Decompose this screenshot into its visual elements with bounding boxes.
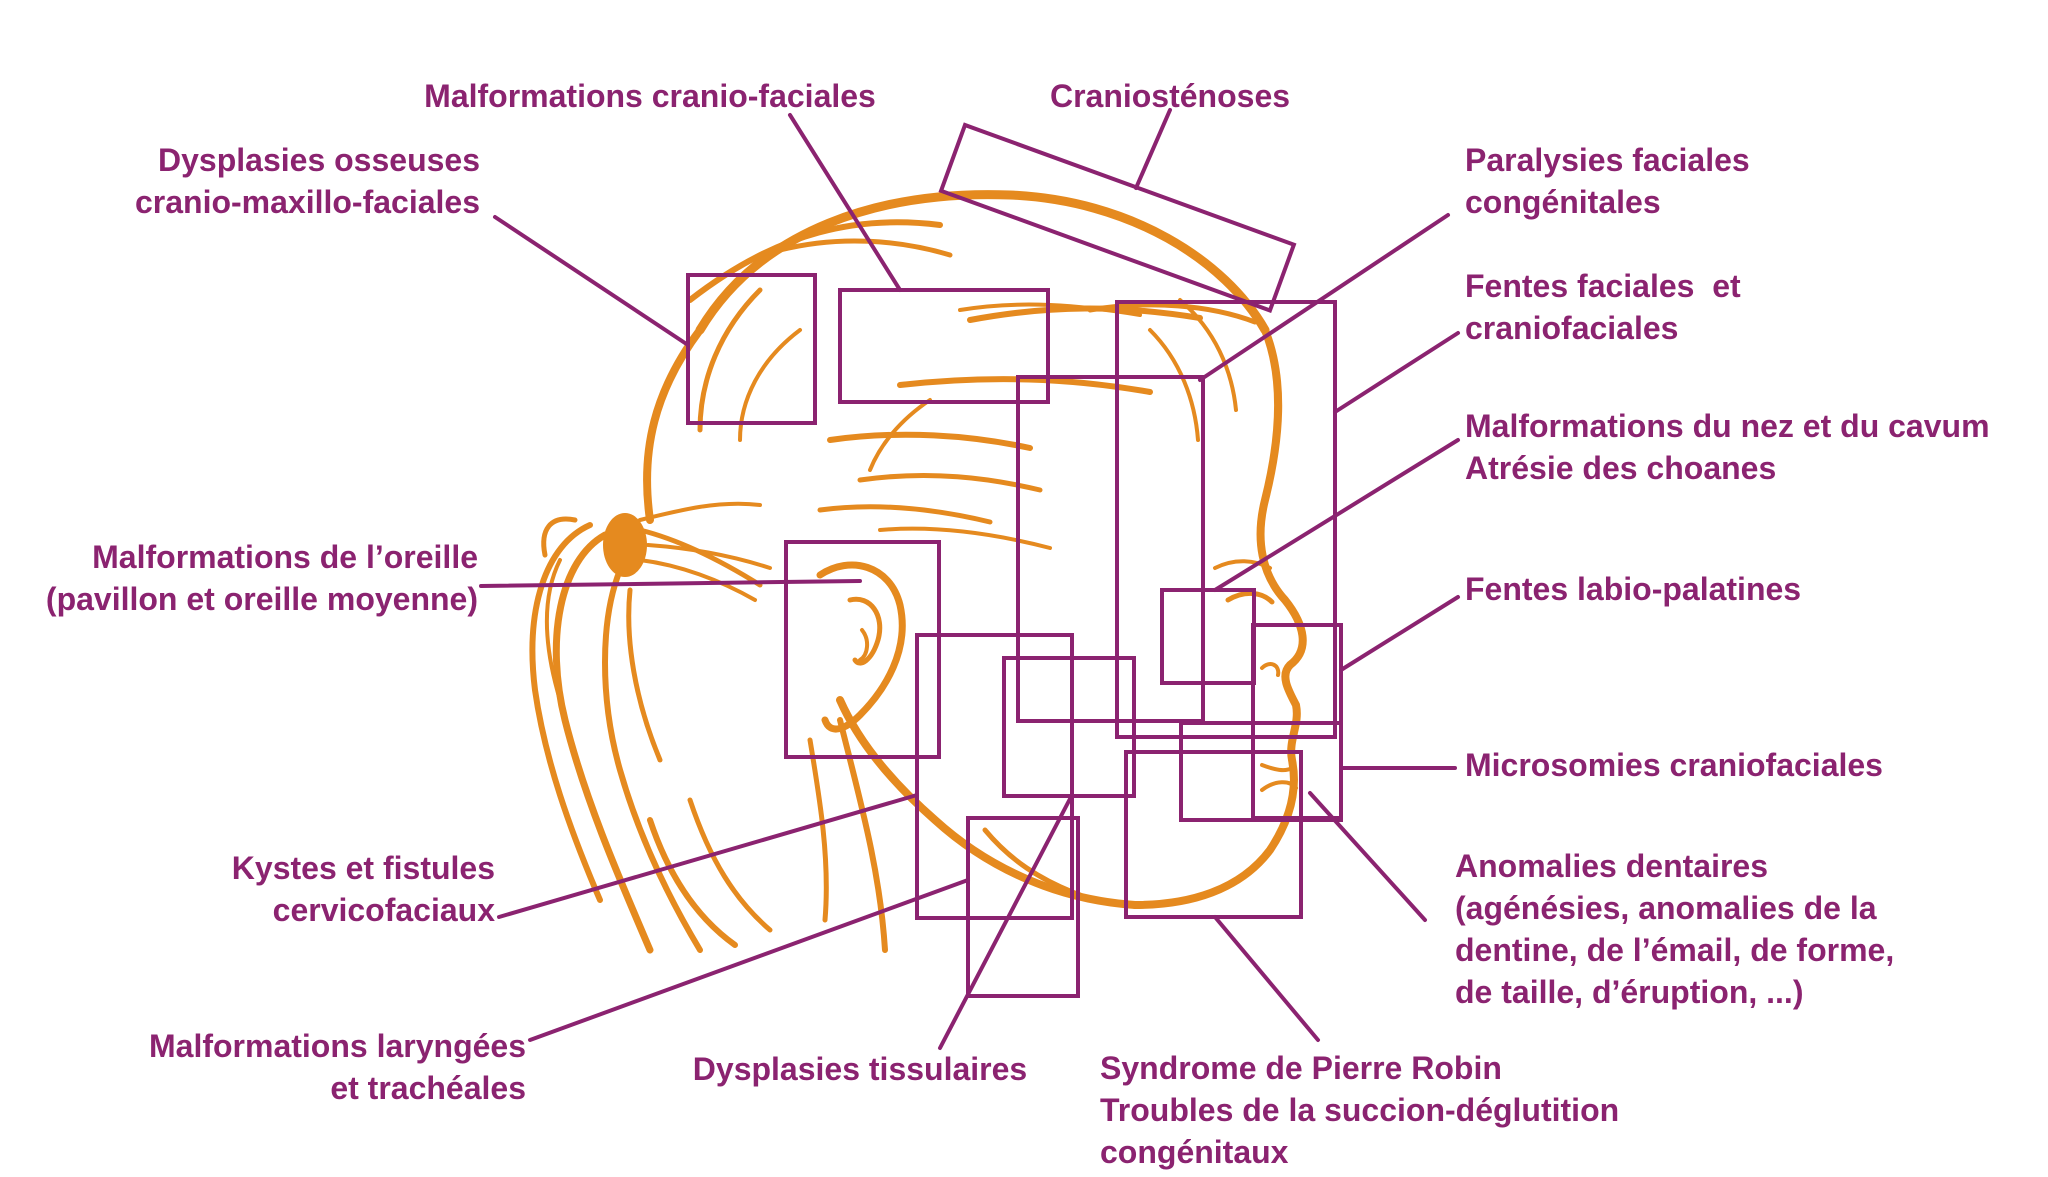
hair-strand bbox=[777, 238, 953, 258]
leader-laryngeal bbox=[528, 878, 970, 1042]
ear-inner bbox=[847, 596, 883, 666]
frame-facial-palsy bbox=[1016, 375, 1205, 723]
hair-strand bbox=[827, 431, 1033, 451]
hair-strand bbox=[868, 398, 932, 472]
hair-strand bbox=[637, 527, 763, 588]
mouth bbox=[1260, 763, 1294, 773]
leader-dental bbox=[1308, 791, 1427, 922]
ear-outline bbox=[816, 561, 906, 733]
skull-outline bbox=[695, 190, 1270, 335]
frame-ear bbox=[784, 540, 941, 759]
leader-nose-cavum bbox=[1213, 438, 1460, 592]
hair-strand bbox=[738, 328, 802, 442]
hair-strand bbox=[1148, 328, 1200, 442]
leader-tissue bbox=[938, 793, 1074, 1050]
eyebrow bbox=[1213, 559, 1272, 570]
hair-strand bbox=[646, 543, 772, 570]
frame-craniostenoses bbox=[938, 122, 1297, 314]
lip bbox=[1260, 780, 1298, 792]
leader-ear bbox=[479, 579, 862, 588]
nostril bbox=[1260, 662, 1281, 677]
skull-back-outline bbox=[643, 326, 704, 524]
frame-nose-cavum bbox=[1160, 588, 1256, 685]
leader-facial-palsy bbox=[1198, 213, 1450, 382]
head-illustration bbox=[529, 190, 1307, 954]
label-microsomias: Microsomies craniofaciales bbox=[1465, 747, 1883, 783]
hair-strand bbox=[897, 376, 1153, 395]
frame-cervicofacial bbox=[915, 633, 1074, 920]
ponytail-strand bbox=[544, 558, 562, 702]
neck-strand bbox=[687, 797, 773, 933]
frame-microsomias bbox=[1179, 721, 1343, 822]
label-facial-palsies: Paralysies faciales congénitales bbox=[1465, 142, 1750, 220]
label-craniofacial-malformations: Malformations cranio-faciales bbox=[424, 78, 876, 114]
neck-strand bbox=[982, 827, 1083, 898]
label-nose-malformations: Malformations du nez et du cavum Atrésie… bbox=[1465, 408, 1990, 486]
frame-cranio-facial bbox=[838, 288, 1050, 404]
label-pierre-robin: Syndrome de Pierre Robin Troubles de la … bbox=[1100, 1050, 1620, 1170]
leader-facial-clefts bbox=[1333, 331, 1460, 414]
frame-facial-clefts bbox=[1115, 300, 1337, 739]
neck-strand bbox=[647, 817, 738, 948]
leader-cleft-lip bbox=[1339, 595, 1460, 672]
label-laryngeal-malformations: Malformations laryngées et trachéales bbox=[149, 1028, 526, 1106]
hair-strand bbox=[857, 473, 1043, 493]
ear-inner bbox=[858, 628, 869, 662]
hair-knot bbox=[603, 513, 647, 577]
label-bone-dysplasias: Dysplasies osseuses cranio-maxillo-facia… bbox=[134, 142, 480, 220]
ponytail-strand bbox=[529, 522, 603, 903]
hair-strand bbox=[697, 287, 763, 433]
hair-strand bbox=[1178, 298, 1238, 412]
hair-strand bbox=[817, 504, 993, 525]
label-dental-anomalies: Anomalies dentaires (agénésies, anomalie… bbox=[1455, 848, 1895, 1010]
hair-strand bbox=[638, 558, 757, 602]
region-frames bbox=[686, 122, 1343, 998]
hair-strand bbox=[638, 501, 762, 522]
ponytail-strand bbox=[602, 567, 703, 953]
label-tissue-dysplasias: Dysplasies tissulaires bbox=[692, 1051, 1028, 1087]
ponytail-strand bbox=[626, 587, 663, 763]
eye bbox=[1225, 591, 1275, 605]
hair-strand bbox=[1087, 302, 1258, 325]
leader-bone-dysplasias bbox=[493, 215, 690, 347]
ponytail-strand bbox=[541, 516, 578, 558]
neck-strand bbox=[807, 737, 829, 923]
frame-tissue bbox=[1002, 656, 1136, 798]
label-cleft-lip-palate: Fentes labio-palatines bbox=[1465, 571, 1802, 607]
face-profile bbox=[1131, 326, 1307, 909]
leader-cranio-facial bbox=[788, 113, 902, 292]
label-cervicofacial-cysts: Kystes et fistules cervicofaciaux bbox=[231, 850, 495, 928]
hair-strand bbox=[967, 305, 1203, 323]
neck-strand bbox=[837, 717, 888, 953]
ponytail-strand bbox=[552, 531, 654, 954]
frame-bone-dysplasias bbox=[686, 273, 817, 425]
leader-cervicofacial bbox=[497, 793, 919, 919]
label-craniostenoses: Craniosténoses bbox=[1049, 78, 1291, 114]
leader-pierre-robin bbox=[1213, 915, 1320, 1042]
label-facial-clefts: Fentes faciales et craniofaciales bbox=[1465, 268, 1741, 346]
leader-lines bbox=[479, 108, 1460, 1050]
hair-strand bbox=[878, 526, 1052, 550]
frame-laryngeal bbox=[966, 816, 1080, 998]
leader-craniostenoses bbox=[1134, 108, 1172, 190]
label-ear-malformations: Malformations de l’oreille (pavillon et … bbox=[45, 539, 478, 617]
